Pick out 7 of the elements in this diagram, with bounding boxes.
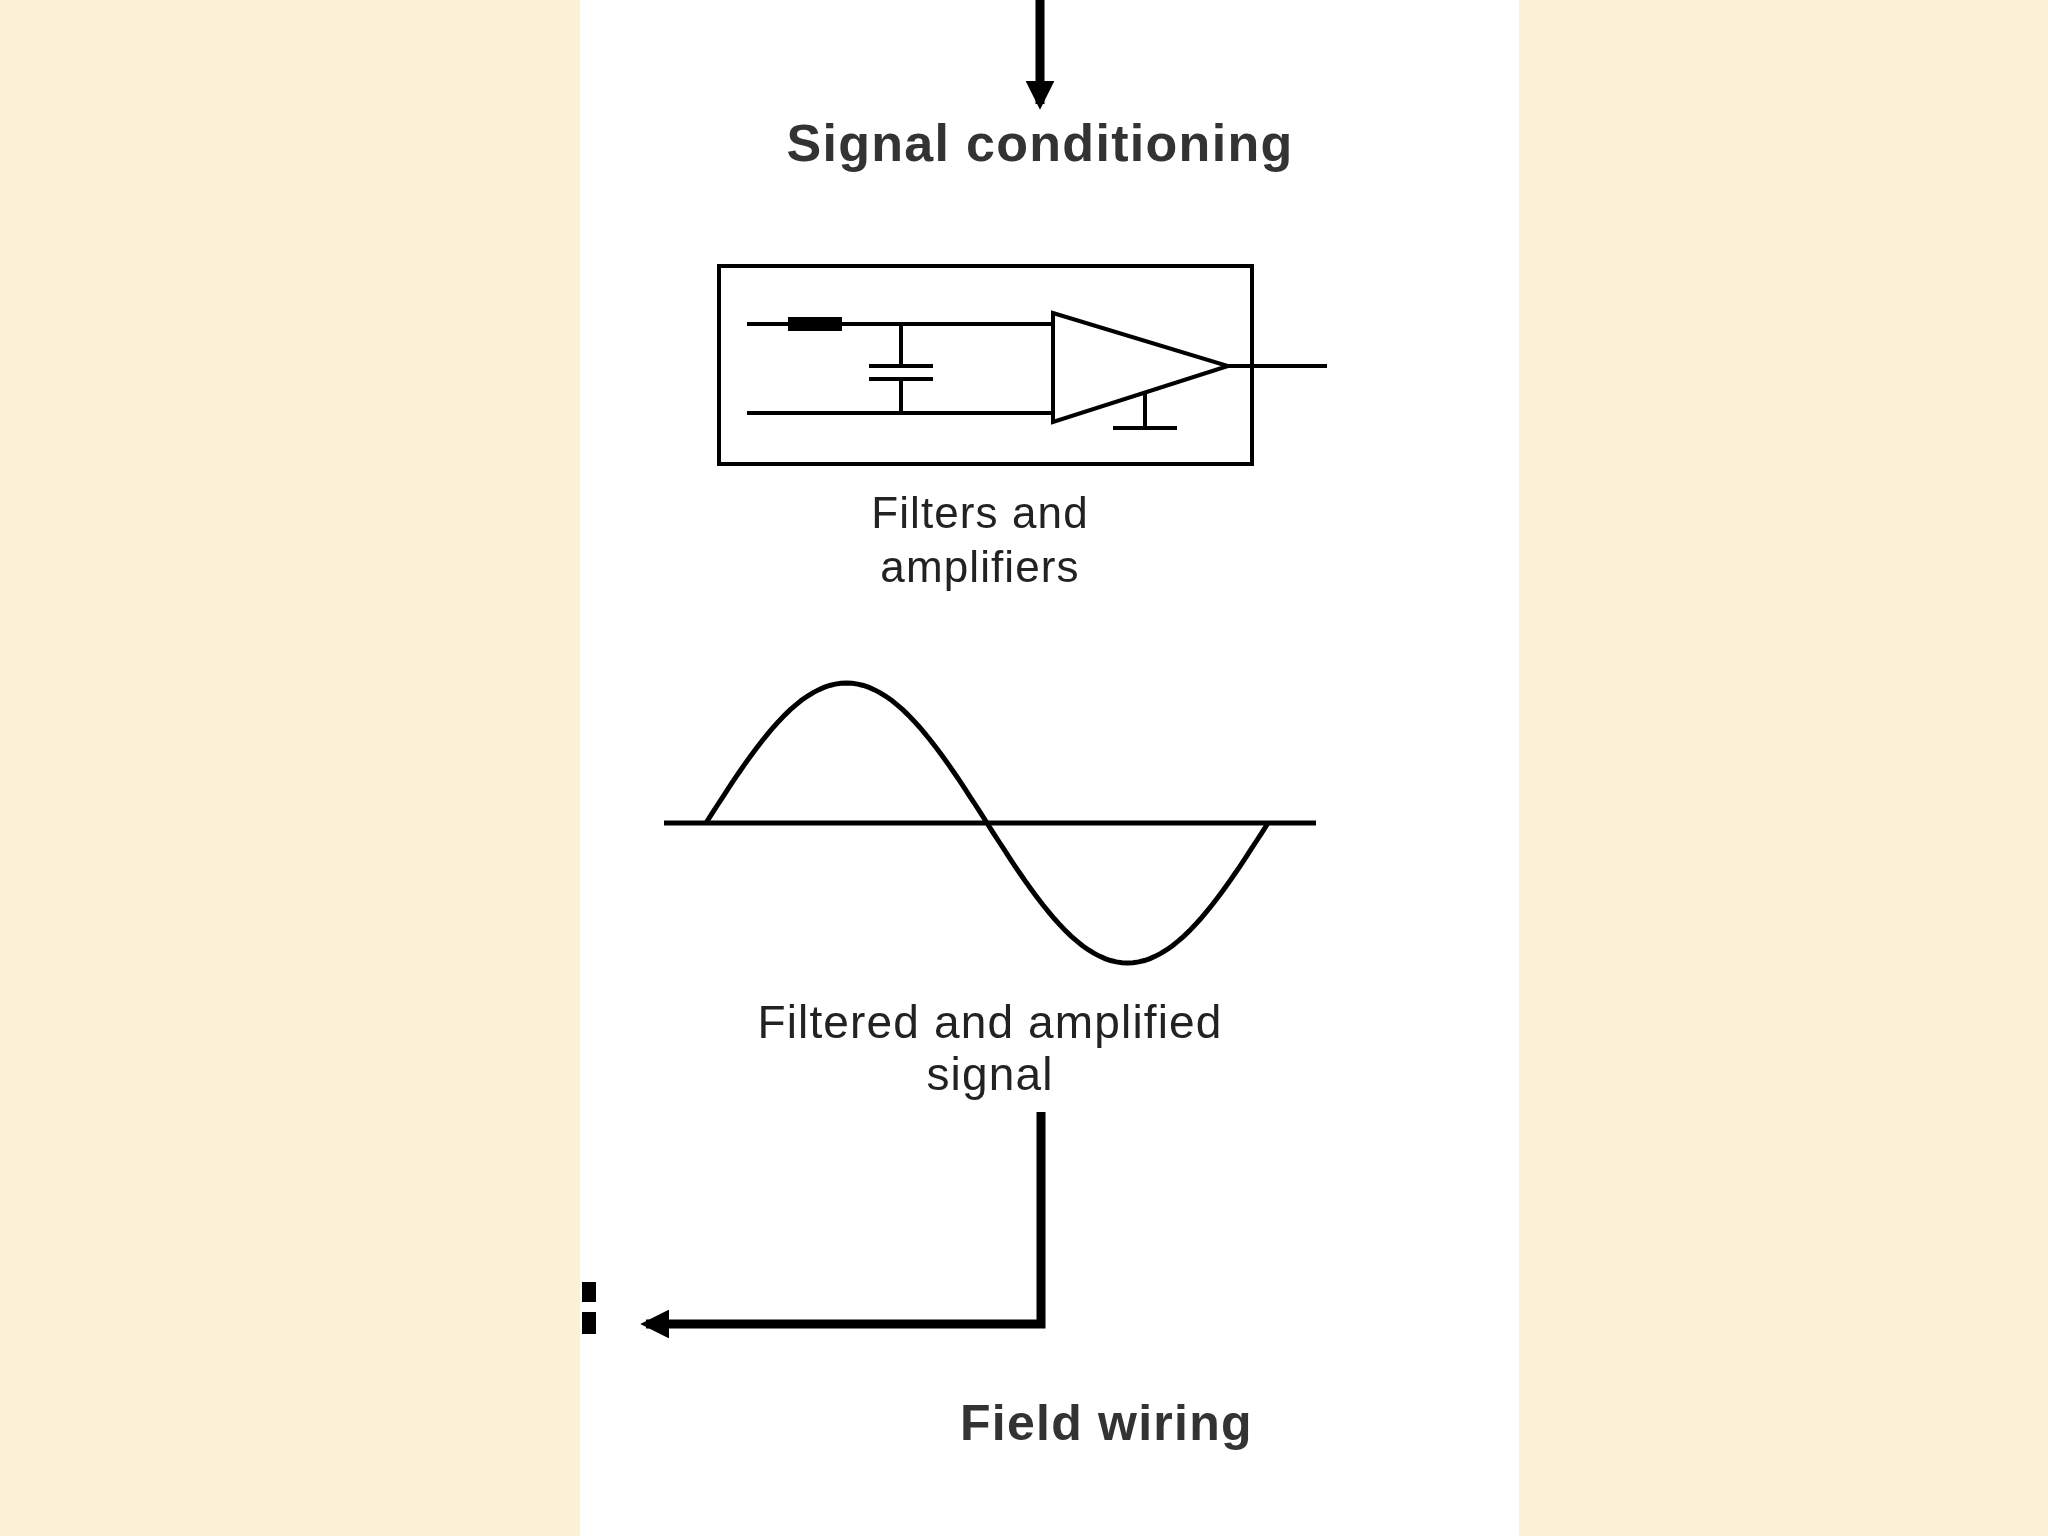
field-wiring-label: Field wiring xyxy=(960,1394,1253,1453)
arrow xyxy=(1025,0,1055,110)
filter-amplifier-box xyxy=(717,264,1254,466)
heading-text: Signal conditioning xyxy=(600,104,1480,182)
box-caption: Filters and amplifiers xyxy=(870,487,1090,593)
arrow xyxy=(640,1112,1046,1339)
signal-caption: Filtered and amplified signal xyxy=(756,996,1224,1100)
